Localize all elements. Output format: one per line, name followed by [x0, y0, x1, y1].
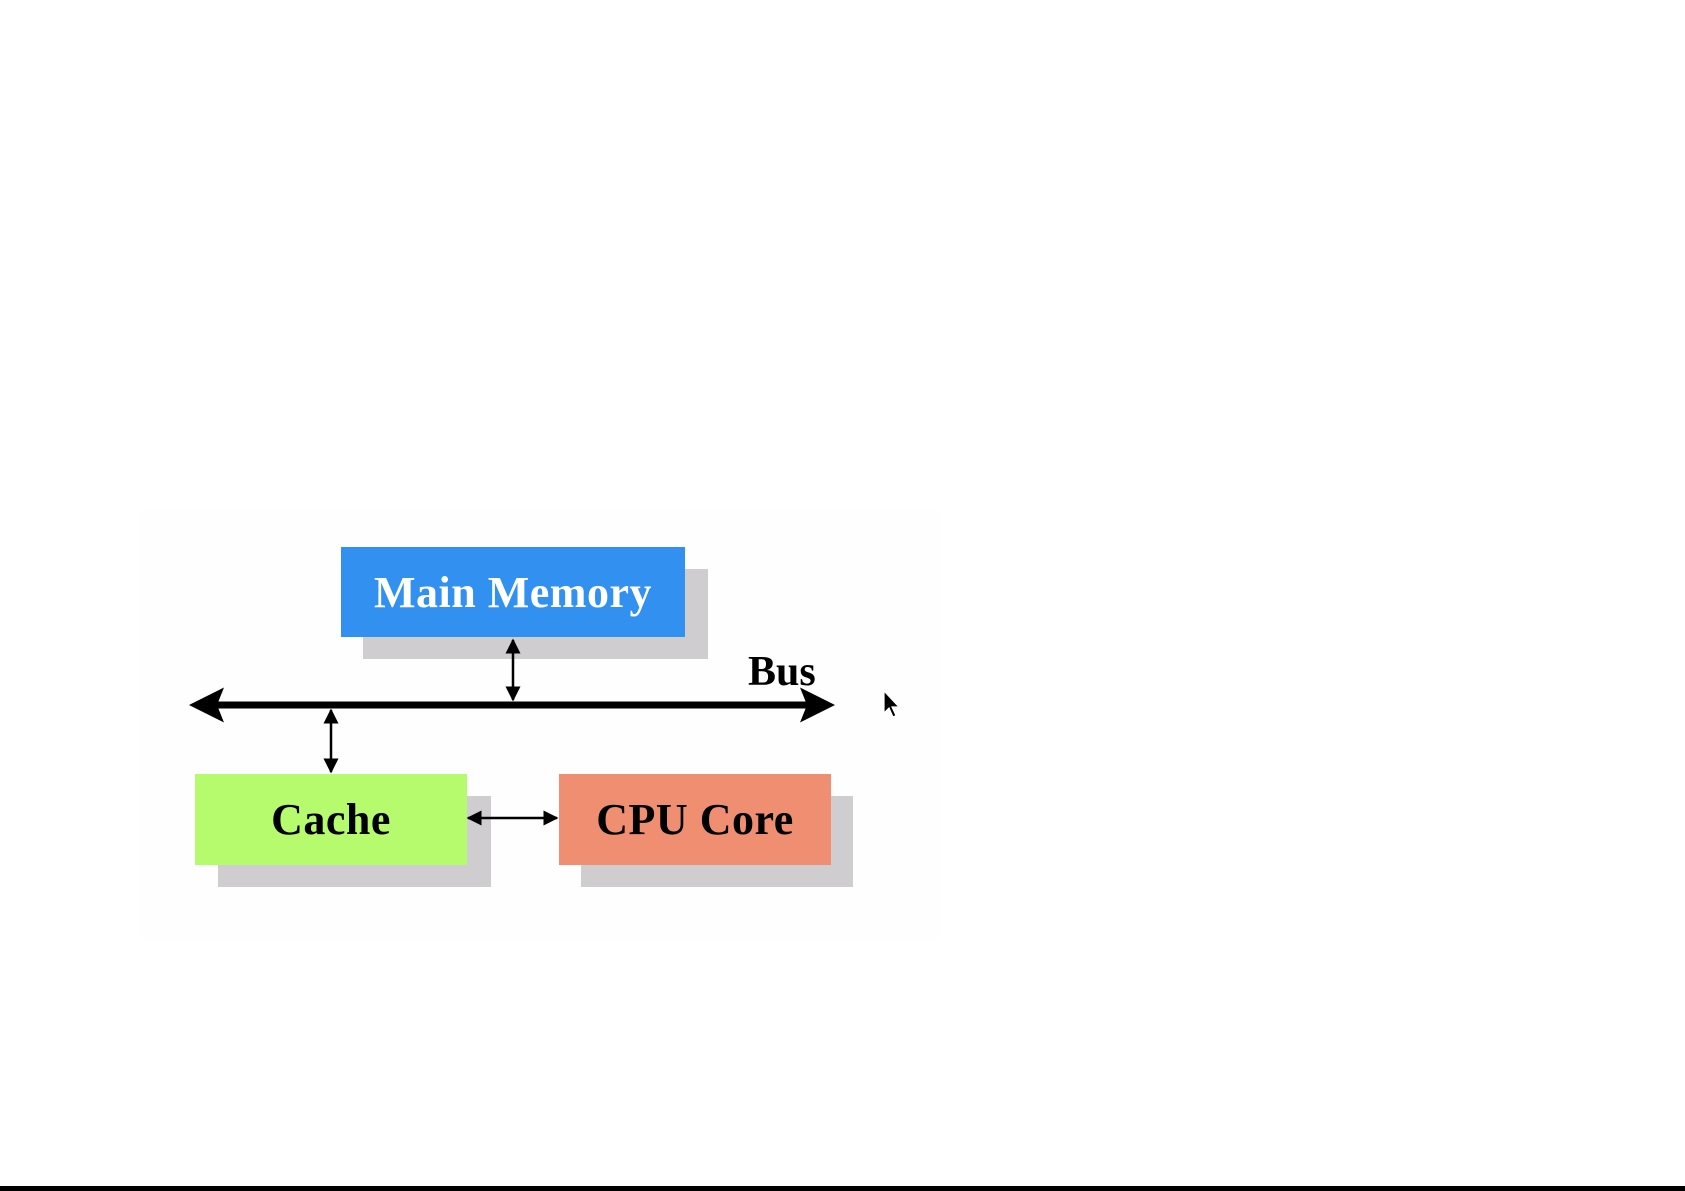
bus-label: Bus	[748, 649, 816, 695]
mouse-pointer-icon	[883, 690, 901, 718]
cache-label: Cache	[271, 795, 391, 844]
main-memory-box: Main Memory	[341, 547, 685, 637]
cache-box: Cache	[195, 774, 467, 865]
cpu-core-box: CPU Core	[559, 774, 831, 865]
bottom-edge-strip	[0, 1186, 1685, 1191]
cpu-core-label: CPU Core	[596, 795, 794, 844]
main-memory-label: Main Memory	[374, 567, 652, 617]
